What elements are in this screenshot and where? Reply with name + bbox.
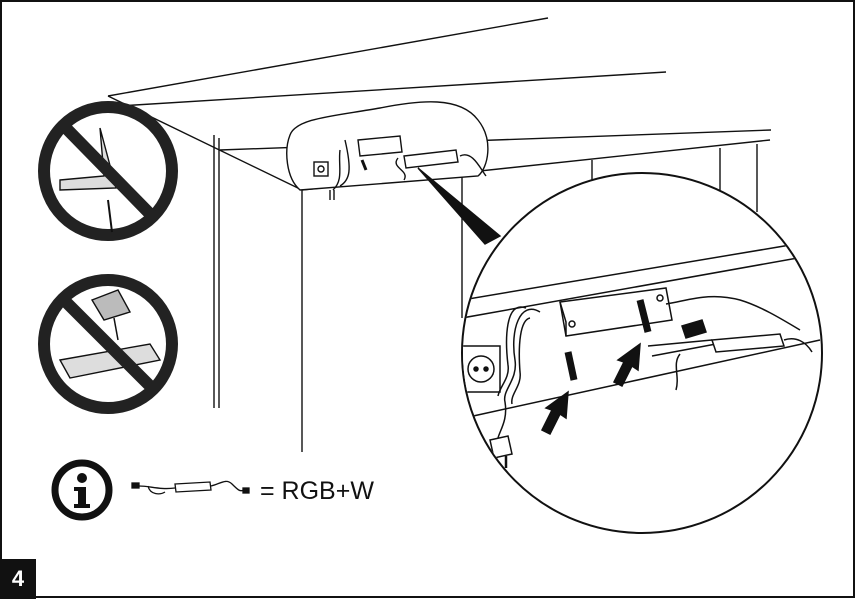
plug-pins-small (329, 190, 335, 200)
zoom-connector (681, 319, 707, 339)
driver-box-small (357, 135, 403, 157)
zoom-desk-underside (463, 339, 821, 421)
zoom-controller (710, 333, 786, 353)
zoom-screw-1 (564, 351, 578, 381)
desk-scene (107, 17, 772, 452)
zoom-loose-wire (675, 353, 681, 391)
cable-small (332, 139, 350, 191)
controller-small (403, 149, 459, 169)
desk-top-back-edge (107, 17, 549, 97)
outlet-small (313, 161, 329, 177)
zoom-power-cable (497, 308, 541, 439)
zoom-arrow-1 (540, 390, 569, 436)
zoom-pointer (417, 167, 502, 245)
screw-small (360, 159, 368, 171)
no-liquid-icon (38, 274, 178, 414)
step-number-badge: 4 (0, 559, 36, 599)
wire-small (395, 154, 487, 181)
zoom-screw-2 (636, 299, 652, 333)
zoom-output-cable (665, 295, 801, 331)
zoom-controller-wire (647, 339, 717, 357)
rgbw-cable-icon (131, 480, 250, 495)
zoom-circle (461, 172, 823, 534)
zoom-detail (461, 172, 823, 534)
desk-top-line (118, 71, 667, 107)
no-drilling-icon (38, 101, 178, 241)
legend-label: = RGB+W (260, 477, 374, 505)
zoom-driver-side (559, 301, 567, 336)
zoom-arrow-2 (612, 342, 641, 388)
zoom-desk-top (463, 239, 821, 301)
info-icon (51, 459, 113, 521)
